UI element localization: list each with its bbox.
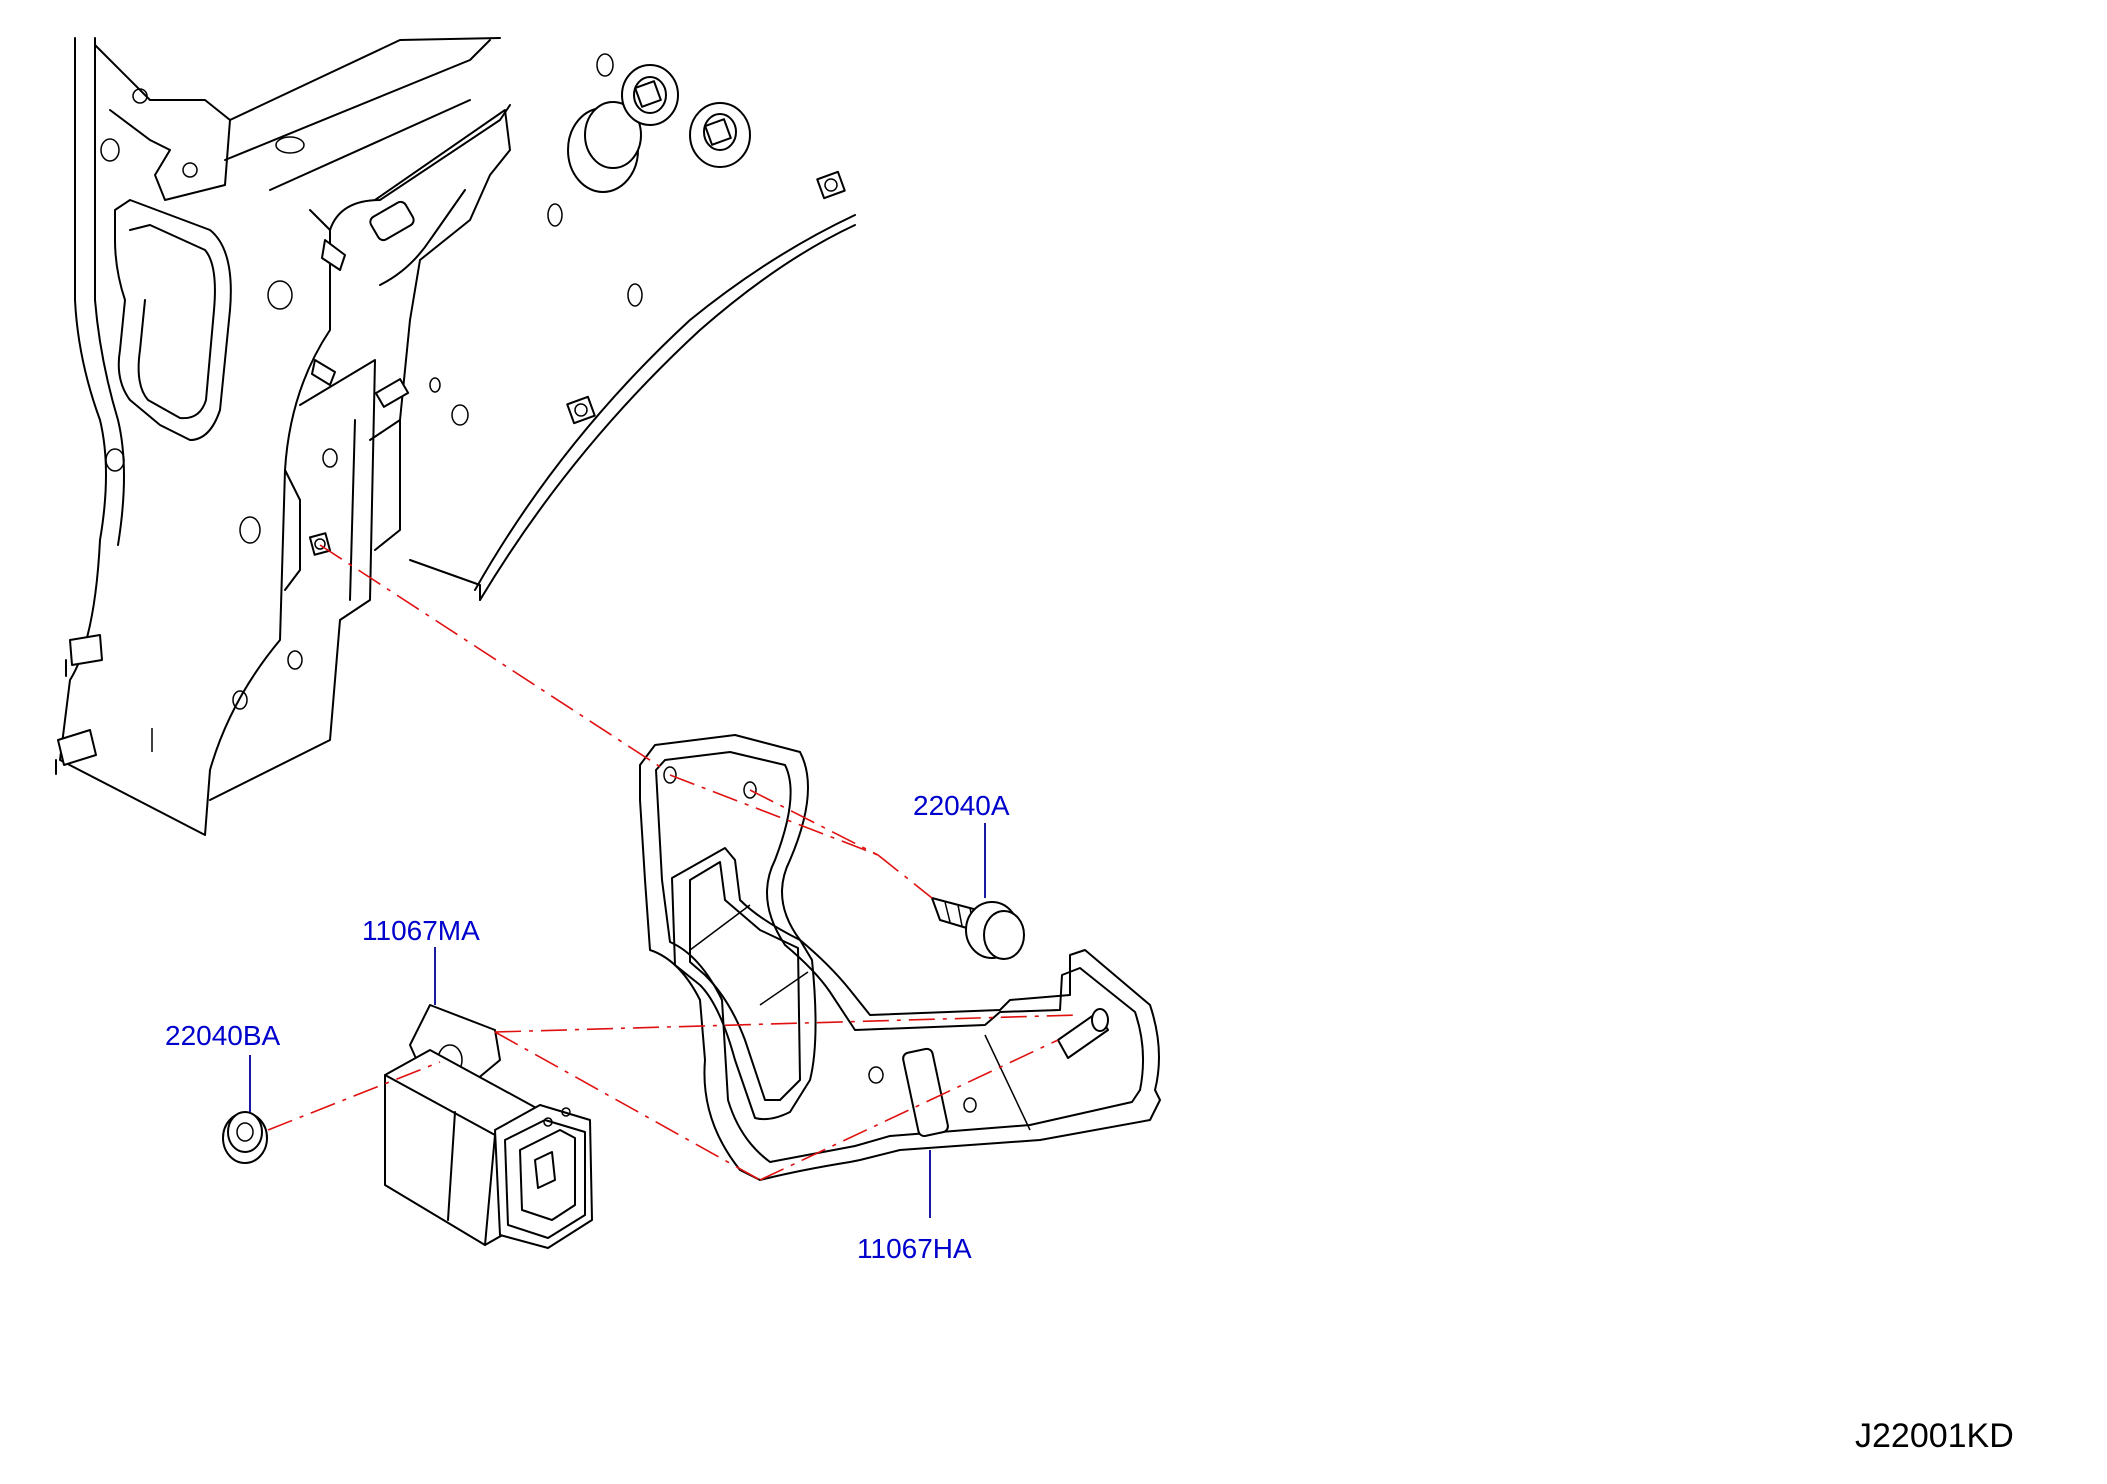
callout-22040BA: 22040BA [165, 1020, 281, 1051]
callout-leaders [249, 823, 986, 1218]
bracket-11067HA [639, 734, 1161, 1181]
diagram-code: J22001KD [1855, 1417, 2014, 1455]
callout-11067MA: 11067MA [362, 915, 480, 946]
assembly-guide-lines [267, 544, 1081, 1181]
callout-11067HA: 11067HA [857, 1233, 972, 1264]
nut-22040BA [222, 1111, 268, 1164]
callout-22040A: 22040A [913, 790, 1010, 821]
bolt-22040A [931, 897, 1025, 960]
body-frame-structure [55, 37, 856, 836]
module-bracket-11067MA [384, 1004, 593, 1249]
